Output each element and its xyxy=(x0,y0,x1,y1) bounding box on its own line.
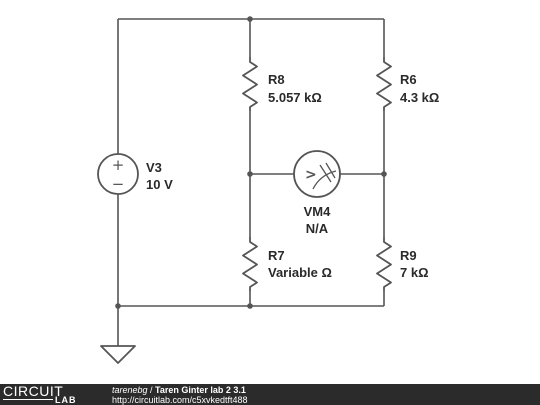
voltmeter-dial-icon xyxy=(312,162,337,190)
source-circle xyxy=(97,153,139,195)
junction-dot xyxy=(115,303,121,309)
resistor-value-label: 7 kΩ xyxy=(400,265,429,280)
voltmeter-value-label: N/A xyxy=(306,221,329,236)
source-plus-sign: + xyxy=(112,156,125,174)
junctions xyxy=(115,16,387,309)
junction-dot xyxy=(381,171,387,177)
voltmeter-arrow-glyph: > xyxy=(305,167,317,183)
resistor-zigzag xyxy=(242,237,258,291)
wires xyxy=(117,18,385,346)
resistor-r7: R7 Variable Ω xyxy=(242,237,332,291)
resistor-value-label: 4.3 kΩ xyxy=(400,90,439,105)
resistor-value-label: 5.057 kΩ xyxy=(268,90,322,105)
ground-symbol xyxy=(100,345,136,364)
source-name-label: V3 xyxy=(146,160,162,175)
resistor-zigzag xyxy=(242,57,258,111)
voltmeter-circle xyxy=(293,150,341,198)
resistor-r8: R8 5.057 kΩ xyxy=(242,57,322,111)
voltage-source-v3: + − V3 10 V xyxy=(97,153,173,195)
voltmeter-name-label: VM4 xyxy=(304,204,332,219)
voltmeter-vm4: > VM4 N/A xyxy=(293,150,341,236)
resistor-value-label: Variable Ω xyxy=(268,265,332,280)
credit-separator: / xyxy=(147,385,156,395)
resistor-zigzag xyxy=(376,237,392,291)
junction-dot xyxy=(247,16,253,22)
resistor-name-label: R9 xyxy=(400,248,417,263)
source-value-label: 10 V xyxy=(146,177,173,192)
source-minus-sign: − xyxy=(112,175,125,193)
junction-dot xyxy=(247,171,253,177)
footer-bar: CIRCUIT LAB tarenebg / Taren Ginter lab … xyxy=(0,383,540,405)
logo-lab-text: LAB xyxy=(55,395,77,405)
author-name[interactable]: tarenebg xyxy=(112,385,148,395)
circuit-url[interactable]: http://circuitlab.com/c5xvkedtft488 xyxy=(112,395,248,405)
resistor-name-label: R8 xyxy=(268,72,285,87)
resistor-r9: R9 7 kΩ xyxy=(376,237,429,291)
resistor-zigzag xyxy=(376,57,392,111)
resistor-r6: R6 4.3 kΩ xyxy=(376,57,439,111)
footer-info: tarenebg / Taren Ginter lab 2 3.1 http:/… xyxy=(112,385,248,405)
footer-credit-line: tarenebg / Taren Ginter lab 2 3.1 xyxy=(112,385,248,395)
circuit-title: Taren Ginter lab 2 3.1 xyxy=(155,385,246,395)
resistor-name-label: R6 xyxy=(400,72,417,87)
ground-triangle xyxy=(100,345,136,364)
logo-circuit-text: CIRCUIT xyxy=(3,383,64,399)
junction-dot xyxy=(247,303,253,309)
logo-wire-icon xyxy=(3,399,53,400)
circuit-schematic: + − V3 10 V R8 5.057 kΩ R6 4.3 kΩ R7 Var… xyxy=(97,16,439,364)
resistor-name-label: R7 xyxy=(268,248,285,263)
circuitlab-logo[interactable]: CIRCUIT LAB xyxy=(3,383,103,405)
